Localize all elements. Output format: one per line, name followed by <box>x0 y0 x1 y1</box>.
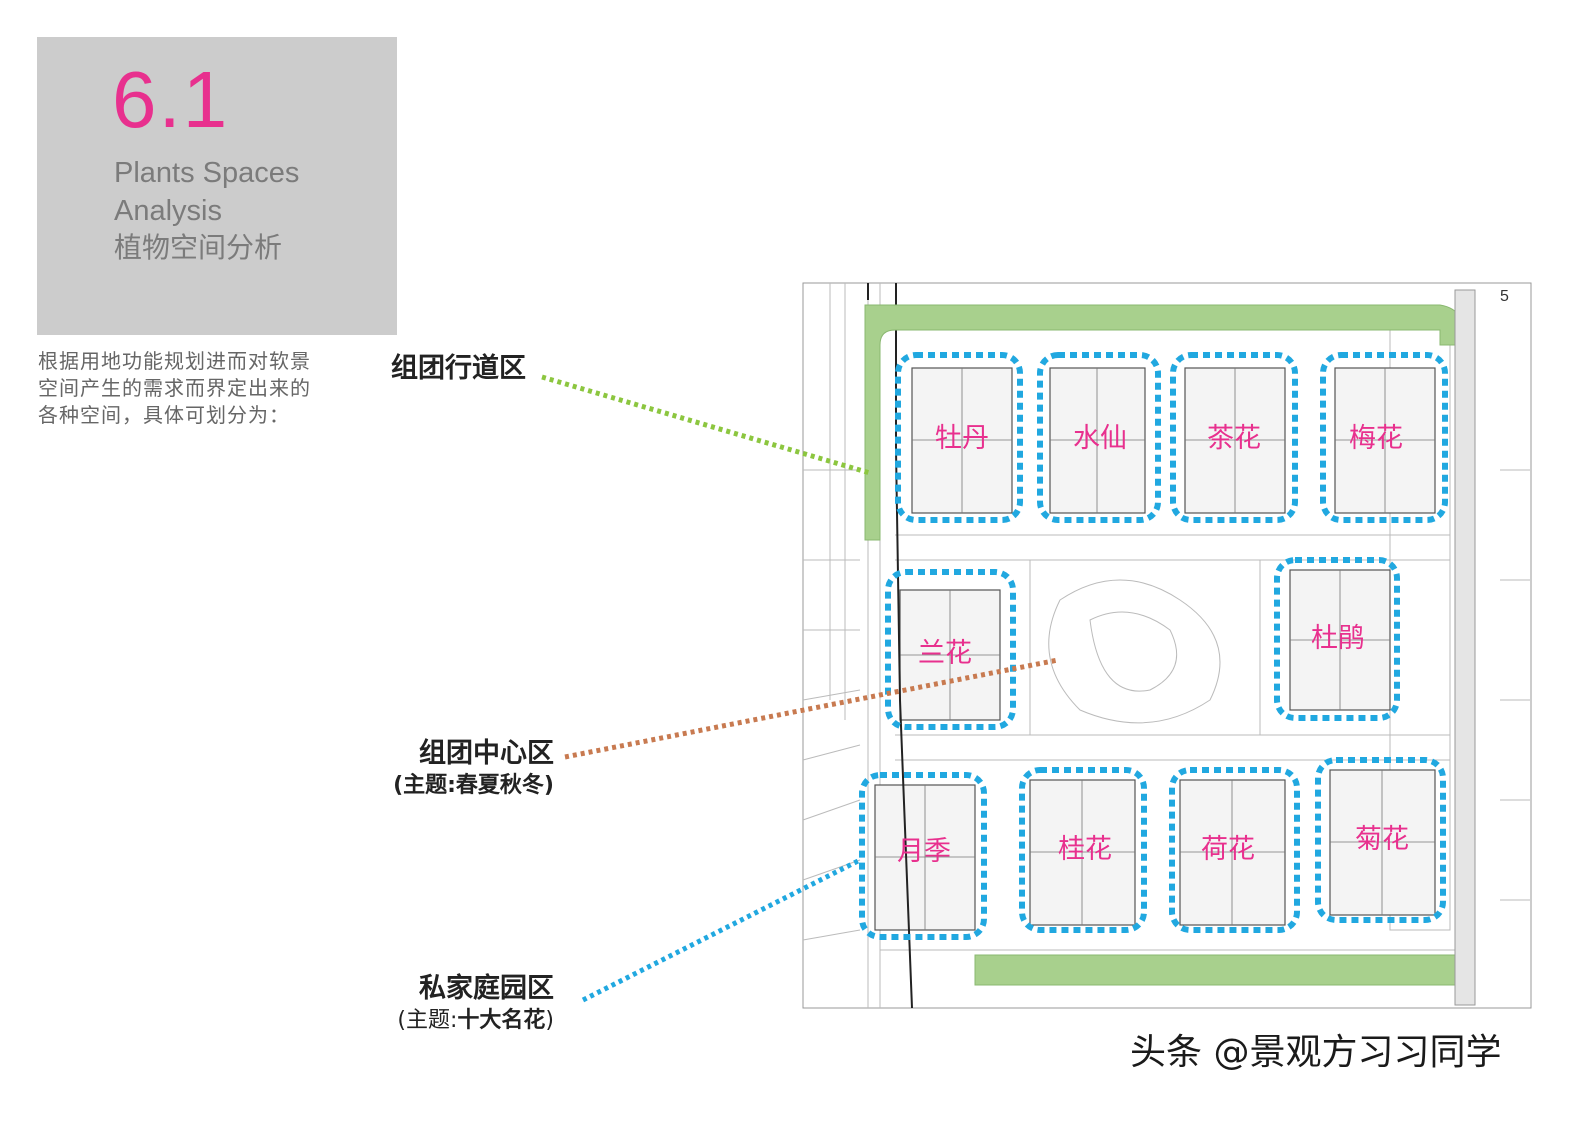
leader-lines <box>541 374 1059 1003</box>
garden-outline-10 <box>1315 757 1446 923</box>
garden-outline-8 <box>1019 767 1147 933</box>
zone-garden-subtitle-suffix: ) <box>545 1008 554 1033</box>
zone-garden-subtitle: (主题:十大名花) <box>340 1006 554 1036</box>
watermark-text: 头条 @景观方习习同学 <box>1130 1032 1502 1073</box>
flower-label-9: 荷花 <box>1201 834 1255 865</box>
plan-east-path <box>1454 289 1476 1006</box>
zone-walkway-title: 组团行道区 <box>391 353 526 384</box>
section-title-en-line2: Analysis <box>114 195 222 227</box>
leader-line-garden <box>581 857 862 1003</box>
zone-center-title: 组团中心区 <box>419 738 554 769</box>
garden-outline-3 <box>1170 352 1298 523</box>
leader-line-walkway <box>541 374 871 476</box>
plan-frame <box>802 282 1532 1009</box>
flower-label-4: 梅花 <box>1349 423 1403 454</box>
garden-outline-1 <box>895 352 1023 523</box>
flower-labels: 牡丹 水仙 茶花 梅花 兰花 杜鹃 月季 桂花 荷花 菊花 <box>897 423 1409 867</box>
zone-garden-title: 私家庭园区 <box>419 973 554 1004</box>
intro-text: 根据用地功能规划进而对软景 空间产生的需求而界定出来的 各种空间，具体可划分为： <box>38 348 356 429</box>
zone-garden-subtitle-prefix: (主题: <box>397 1008 458 1033</box>
zone-center-subtitle: (主题:春夏秋冬) <box>393 773 554 798</box>
garden-outline-7 <box>859 772 987 940</box>
zone-label-garden: 私家庭园区 (主题:十大名花) <box>340 972 554 1036</box>
garden-outline-2 <box>1037 352 1161 523</box>
walkway-green-strips <box>864 289 1476 1006</box>
garden-outline-4 <box>1320 352 1448 523</box>
section-number: 6.1 <box>112 55 230 144</box>
section-title-box: 6.1 Plants Spaces Analysis 植物空间分析 <box>37 37 397 335</box>
section-title-cn: 植物空间分析 <box>114 231 283 264</box>
plan-page-number: 5 <box>1500 288 1509 305</box>
flower-label-1: 牡丹 <box>935 423 989 454</box>
garden-outline-9 <box>1169 767 1300 933</box>
intro-line-2: 空间产生的需求而界定出来的 <box>38 376 311 400</box>
flower-label-8: 桂花 <box>1058 834 1112 865</box>
flower-label-6: 杜鹃 <box>1311 623 1365 654</box>
garden-zone-outlines <box>859 352 1448 940</box>
plan-building-details <box>875 368 1435 930</box>
garden-outline-6 <box>1274 557 1400 721</box>
flower-label-7: 月季 <box>897 836 951 867</box>
flower-label-3: 茶花 <box>1207 423 1261 454</box>
section-title-en-line1: Plants Spaces <box>114 157 300 189</box>
intro-line-1: 根据用地功能规划进而对软景 <box>38 349 311 373</box>
leader-line-center <box>564 657 1059 760</box>
flower-label-2: 水仙 <box>1073 423 1127 454</box>
flower-label-5: 兰花 <box>918 638 972 669</box>
flower-label-10: 菊花 <box>1355 824 1409 855</box>
walkway-green-bottom <box>974 954 1466 986</box>
zone-garden-subtitle-emph: 十大名花 <box>457 1008 546 1033</box>
intro-line-3: 各种空间，具体可划分为： <box>38 403 290 427</box>
section-title-en: Plants Spaces Analysis <box>114 154 299 230</box>
zone-label-center: 组团中心区 (主题:春夏秋冬) <box>340 737 554 801</box>
zone-label-walkway: 组团行道区 <box>366 352 526 386</box>
